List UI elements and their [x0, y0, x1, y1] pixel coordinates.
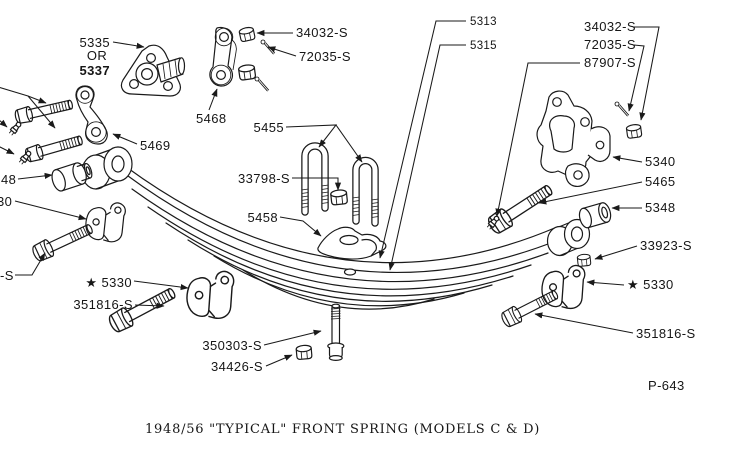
leader-offpage-zerk-a: [0, 119, 8, 128]
leader-5340: [612, 155, 643, 163]
leader-5458: [279, 216, 322, 237]
leader-offpage-zerk-b: [0, 146, 15, 155]
label-87907: 87907-S: [584, 55, 636, 70]
leader-33923: [594, 245, 638, 260]
label-5348-right: 5348: [645, 200, 676, 215]
label-5468: 5468: [196, 111, 227, 126]
label-5465: 5465: [645, 174, 676, 189]
label-351816-right: 351816-S: [636, 326, 696, 341]
leader-5469: [112, 133, 138, 145]
figure-caption: 1948/56 "TYPICAL" FRONT SPRING (MODELS C…: [145, 422, 540, 437]
nut-33923: [576, 253, 592, 268]
leader-5315: [388, 44, 466, 271]
label-34032-top-left: 34032-S: [296, 25, 348, 40]
leader-5330-right: [586, 279, 625, 286]
label-5330-left: ★ 5330: [85, 275, 132, 290]
part-labels: 5335 OR 5337 34032-S 72035-S 5468 5455 5…: [0, 16, 696, 393]
leader-34032-top-right: [634, 26, 660, 121]
leader-33798: [292, 177, 342, 191]
leader-5468: [208, 88, 218, 111]
label-5315: 5315: [470, 40, 497, 52]
u-bolt-left-5455: [301, 142, 329, 216]
nut-33798: [329, 188, 349, 206]
label-350303: 350303-S: [202, 338, 262, 353]
label-34426: 34426-S: [211, 359, 263, 374]
center-bolt-350303: [327, 303, 345, 362]
leader-cut-s: [15, 252, 46, 276]
leader-351816-right: [534, 312, 634, 334]
label-5469: 5469: [140, 138, 171, 153]
shackle-link-5468: [209, 26, 237, 87]
nut-34032-top-right: [625, 123, 643, 140]
label-33923: 33923-S: [640, 238, 692, 253]
label-34032-top-right: 34032-S: [584, 19, 636, 34]
leader-lines: [0, 20, 660, 367]
leader-87907: [495, 62, 580, 217]
label-or: OR: [87, 48, 107, 63]
leader-5313: [378, 20, 466, 259]
leader-cut-30: [14, 200, 87, 221]
leader-5455-b: [335, 124, 363, 163]
u-bolt-right-5455: [352, 156, 379, 227]
nut-34032-top-left: [238, 25, 256, 43]
label-cut-48: 48: [1, 172, 16, 187]
nut-34426: [295, 344, 313, 361]
label-5340: 5340: [645, 154, 676, 169]
leader-72035-top-right: [627, 44, 645, 112]
leader-offpage-bolt-b: [27, 95, 56, 129]
label-72035-top-left: 72035-S: [299, 49, 351, 64]
leader-5465: [538, 181, 643, 205]
leaf-spring: [112, 156, 562, 310]
spring-eye-front: [81, 146, 133, 190]
rear-hanger-5340: [536, 90, 611, 187]
label-5335: 5335: [79, 35, 110, 50]
center-bolt-hole: [343, 268, 357, 276]
label-5458: 5458: [247, 210, 278, 225]
nut-34032-top-left-2: [237, 63, 257, 82]
leader-5330-left: [133, 280, 189, 291]
label-5455: 5455: [253, 120, 284, 135]
leader-5335: [112, 41, 145, 49]
label-5337: 5337: [79, 63, 110, 78]
plate-code: P-643: [648, 378, 685, 393]
leader-350303: [263, 329, 322, 346]
label-cut-s: -S: [0, 268, 14, 283]
shackle-5469: [75, 85, 108, 145]
leader-351816-left: [134, 302, 165, 309]
leader-72035-top-left: [267, 46, 297, 57]
label-5313: 5313: [470, 16, 497, 28]
label-33798: 33798-S: [238, 171, 290, 186]
leader-34426: [265, 354, 293, 367]
bushing-5348-right: [578, 202, 612, 229]
front-hanger-5335: [120, 44, 186, 97]
label-5330-right: ★ 5330: [627, 277, 674, 292]
label-cut-30: 30: [0, 194, 12, 209]
label-351816-left: 351816-S: [73, 297, 133, 312]
spring-pad-5458: [317, 226, 387, 260]
label-72035-top-right: 72035-S: [584, 37, 636, 52]
bushing-5348-left: [51, 162, 93, 192]
spring-eye-rear: [546, 218, 591, 257]
leader-cut-48: [17, 172, 53, 180]
